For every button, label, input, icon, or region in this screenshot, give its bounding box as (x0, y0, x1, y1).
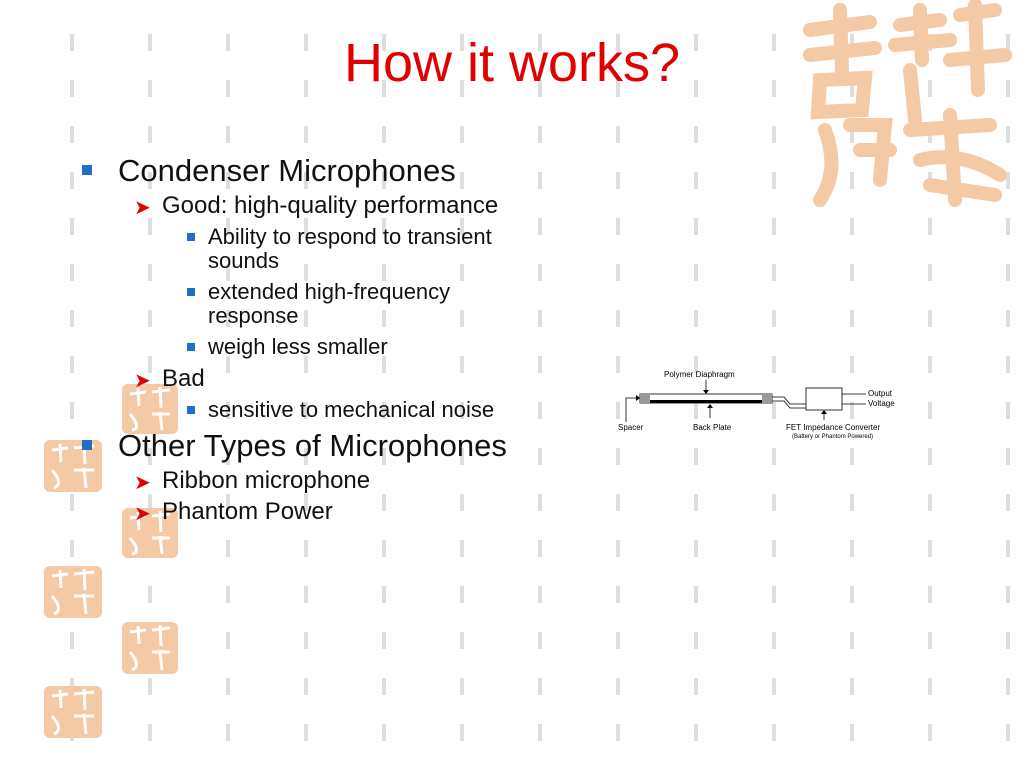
calligraphy-seal-2 (44, 440, 102, 492)
sub-sub-bullet-item: extended high-frequency response (162, 280, 522, 328)
square-bullet-icon (187, 233, 195, 241)
background-dash-column (850, 34, 854, 768)
sub-sub-bullet-item: weigh less smaller (162, 335, 522, 359)
arrow-bullet-icon: ➤ (134, 472, 151, 494)
sub-bullet-item: ➤ Ribbon microphone (118, 467, 522, 495)
slide-title: How it works? (343, 33, 681, 93)
background-dash-column (226, 34, 230, 768)
calligraphy-seal-6 (44, 686, 102, 738)
sub-bullet-list: ➤ Ribbon microphone ➤ Phantom Power (118, 467, 522, 526)
condenser-mic-diagram: Polymer Diaphragm Output Voltage Spacer … (618, 370, 895, 440)
background-dash-column (538, 34, 542, 768)
calligraphy-seal-5 (122, 622, 178, 674)
calligraphy-seal-3 (122, 508, 178, 558)
sub-sub-bullet-text: sensitive to mechanical noise (208, 397, 495, 422)
fet-arrowhead (821, 410, 827, 414)
square-bullet-icon (187, 288, 195, 296)
background-dash-column (382, 34, 386, 768)
spacer-arrowhead (636, 395, 640, 401)
sub-sub-bullet-list: Ability to respond to transient sounds e… (162, 225, 522, 359)
sub-sub-bullet-item: sensitive to mechanical noise (162, 398, 522, 422)
label-output: Output (868, 389, 893, 398)
spacer-left (640, 394, 650, 403)
sub-bullet-text: Bad (162, 365, 205, 392)
background-dash-column (616, 34, 620, 768)
bullet-text: Condenser Microphones (118, 153, 456, 188)
background-dash-column (928, 34, 932, 768)
spacer-right (762, 394, 772, 403)
label-voltage: Voltage (868, 399, 895, 408)
arrow-bullet-icon: ➤ (134, 370, 151, 392)
sub-sub-bullet-text: extended high-frequency response (208, 279, 451, 328)
label-fet: FET Impedance Converter (786, 423, 880, 432)
sub-bullet-text: Ribbon microphone (162, 467, 371, 494)
sub-bullet-list: ➤ Good: high-quality performance Ability… (118, 193, 522, 422)
label-polymer-diaphragm: Polymer Diaphragm (664, 370, 735, 379)
background-dash-column (304, 34, 308, 768)
sub-bullet-item: ➤ Phantom Power (118, 498, 522, 526)
spacer-arrow (625, 397, 638, 422)
sub-bullet-item: ➤ Good: high-quality performance Ability… (118, 193, 522, 359)
arrow-bullet-icon: ➤ (134, 503, 151, 525)
sub-bullet-text: Phantom Power (162, 498, 333, 525)
square-bullet-icon (187, 343, 195, 351)
backplate-arrowhead (707, 404, 713, 408)
background-dash-column (1006, 34, 1010, 768)
back-plate (650, 400, 762, 403)
square-bullet-icon (82, 165, 92, 175)
sub-bullet-text: Good: high-quality performance (162, 192, 499, 219)
bullet-list: Condenser Microphones ➤ Good: high-quali… (82, 154, 522, 531)
label-back-plate: Back Plate (693, 423, 732, 432)
calligraphy-seal-large (803, 0, 1012, 207)
wires (772, 396, 806, 409)
sub-sub-bullet-text: weigh less smaller (208, 334, 388, 359)
calligraphy-seal-1 (122, 384, 178, 434)
square-bullet-icon (187, 406, 195, 414)
label-spacer: Spacer (618, 423, 644, 432)
sub-sub-bullet-list: sensitive to mechanical noise (162, 398, 522, 422)
arrow-bullet-icon: ➤ (134, 197, 151, 219)
bullet-item: Other Types of Microphones ➤ Ribbon micr… (82, 429, 522, 525)
diaphragm-arrowhead (703, 390, 709, 394)
bullet-item: Condenser Microphones ➤ Good: high-quali… (82, 154, 522, 422)
sub-bullet-item: ➤ Bad sensitive to mechanical noise (118, 366, 522, 422)
square-bullet-icon (82, 440, 92, 450)
calligraphy-seal-4 (44, 566, 102, 618)
fet-box (805, 387, 843, 411)
sub-sub-bullet-item: Ability to respond to transient sounds (162, 225, 522, 273)
bullet-text: Other Types of Microphones (118, 428, 507, 463)
sub-sub-bullet-text: Ability to respond to transient sounds (208, 224, 492, 273)
label-fet-power: (Battery or Phantom Powered) (792, 434, 873, 440)
background-dash-column (70, 34, 74, 768)
background-dash-column (460, 34, 464, 768)
